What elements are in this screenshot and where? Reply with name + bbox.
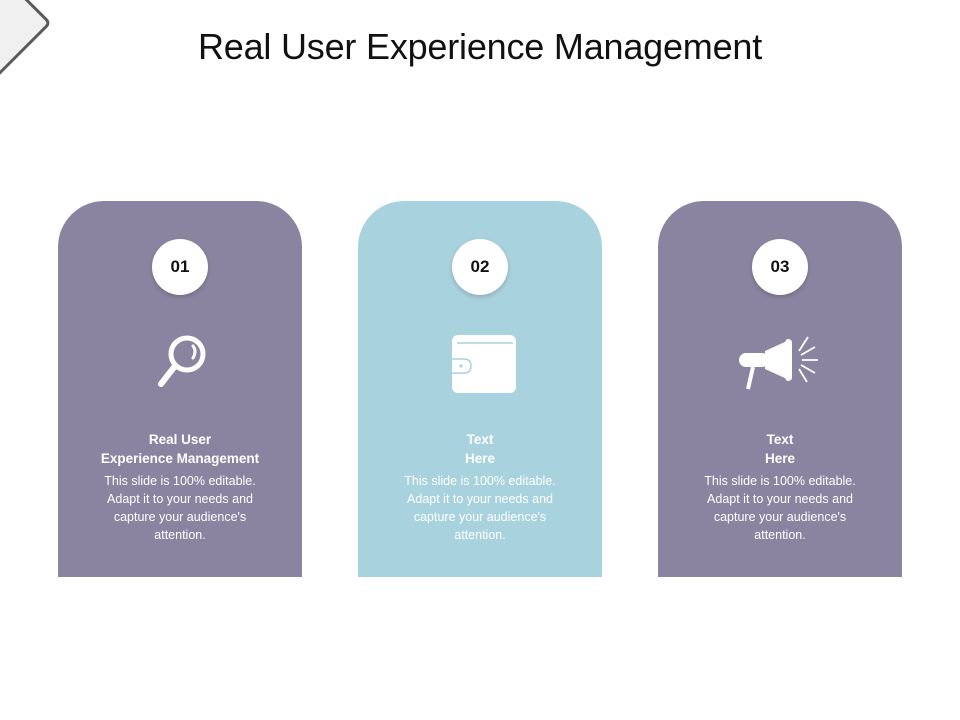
wallet-icon <box>435 329 525 399</box>
card-body-text: This slide is 100% editable. Adapt it to… <box>704 474 856 542</box>
step-number-badge: 03 <box>752 239 808 295</box>
card-body-text: This slide is 100% editable. Adapt it to… <box>104 474 256 542</box>
card-body-text: This slide is 100% editable. Adapt it to… <box>404 474 556 542</box>
card-01: 01 Real User Experience Management This … <box>58 201 302 577</box>
card-03: 03 Text Here This slide is 100% editable… <box>658 201 902 577</box>
step-number-badge: 01 <box>152 239 208 295</box>
card-heading: Text Here <box>464 432 496 466</box>
card-heading: Real User Experience Management <box>100 432 260 466</box>
card-02: 02 Text Here This slide is 100% editable… <box>358 201 602 577</box>
magnifier-icon <box>135 329 225 399</box>
step-number-badge: 02 <box>452 239 508 295</box>
card-heading: Text Here <box>764 432 796 466</box>
megaphone-icon <box>735 329 825 399</box>
slide-title: Real User Experience Management <box>197 26 763 67</box>
